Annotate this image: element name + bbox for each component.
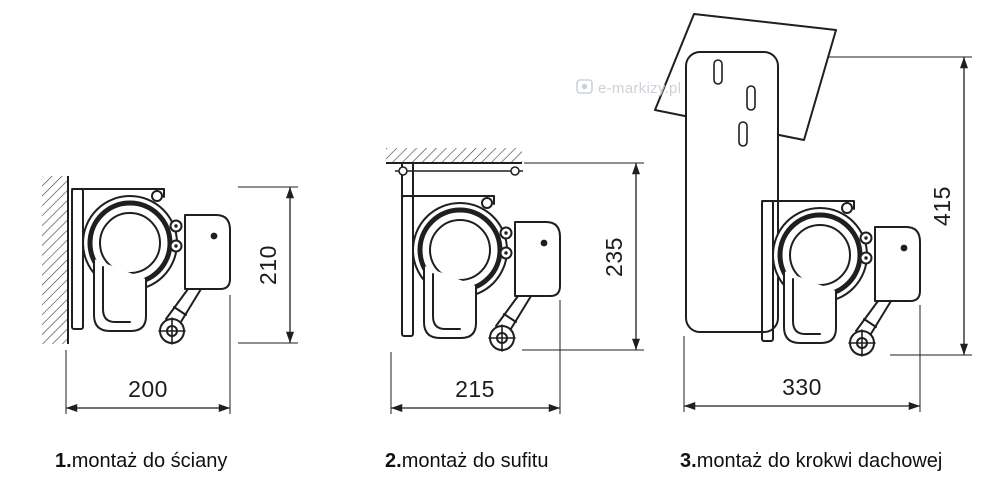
- dimension-width-2: 215: [390, 300, 561, 414]
- dimension-height-1: 210: [238, 186, 298, 344]
- caption-2-number: 2.: [385, 450, 402, 472]
- diagram-wall-mount: 210 200 1.montaż do ściany: [42, 176, 298, 472]
- dimension-height-1-label: 210: [255, 245, 281, 285]
- caption-1-text: montaż do ściany: [72, 450, 228, 472]
- ceiling-bracket: [395, 163, 523, 198]
- dimension-width-1-label: 200: [128, 376, 168, 402]
- dimension-height-2: 235: [522, 162, 644, 351]
- awning-mechanism-drawing-1: [72, 189, 230, 344]
- watermark-text: e-markizy.pl: [598, 80, 681, 97]
- diagram-ceiling-mount: 235 215 2.montaż do sufitu: [385, 148, 644, 472]
- dimension-width-3-label: 330: [782, 374, 822, 400]
- dimension-width-1: 200: [65, 295, 231, 414]
- watermark-logo-icon: [576, 79, 593, 94]
- ceiling-hatch: [386, 148, 522, 164]
- diagram-rafter-mount: 415 330 3.montaż do krokwi dachowej: [654, 13, 972, 472]
- wall-hatch: [42, 176, 69, 344]
- watermark: e-markizy.pl: [576, 79, 681, 97]
- dimension-height-3-label: 415: [929, 186, 955, 226]
- dimension-height-2-label: 235: [601, 237, 627, 277]
- dimension-width-2-label: 215: [455, 376, 495, 402]
- rafter-mounting-plate: [685, 51, 779, 333]
- caption-2-text: montaż do sufitu: [402, 450, 549, 472]
- caption-1-number: 1.: [55, 450, 72, 472]
- caption-3-text: montaż do krokwi dachowej: [697, 450, 943, 472]
- caption-wall-mount: 1.montaż do ściany: [55, 450, 227, 472]
- dimension-height-3: 415: [828, 56, 972, 356]
- plate-slots: [713, 59, 756, 147]
- awning-mechanism-drawing-3: [762, 201, 920, 356]
- caption-ceiling-mount: 2.montaż do sufitu: [385, 450, 548, 472]
- caption-3-number: 3.: [680, 450, 697, 472]
- awning-mechanism-drawing-2: [402, 196, 560, 351]
- caption-rafter-mount: 3.montaż do krokwi dachowej: [680, 450, 942, 472]
- dimension-width-3: 330: [683, 305, 921, 412]
